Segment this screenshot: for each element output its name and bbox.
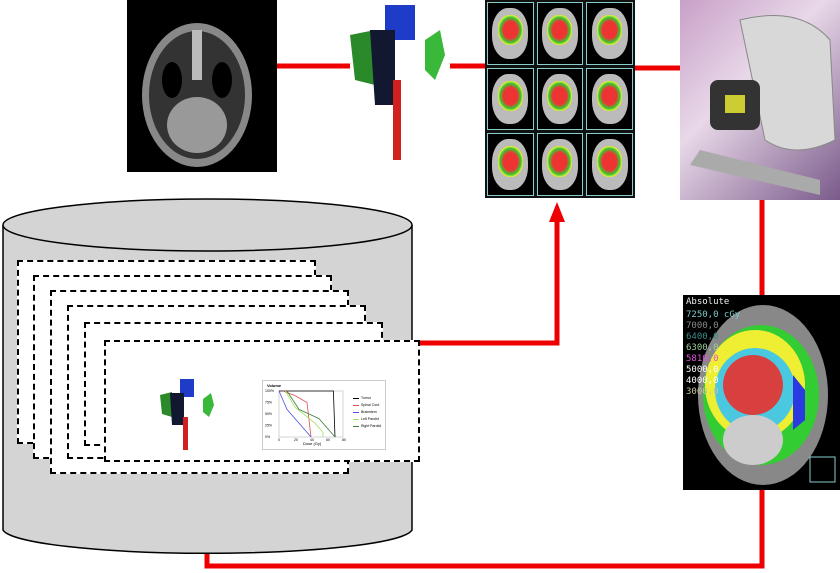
dvh-chart: Volume 100% 75% 50% 25% 0% 0 20 40 60 80 Dose (Gy… xyxy=(262,380,386,450)
dose-level: 5810,0 xyxy=(686,354,719,364)
x-tick-label: 40 xyxy=(310,438,314,442)
dose-level: 5000,0 xyxy=(686,365,719,375)
y-tick-label: 75% xyxy=(265,401,272,405)
dose-distribution-map: Absolute 7250,0 cGy 7000,0 6400,0 6300,0… xyxy=(683,295,840,490)
dvh-series-line xyxy=(279,390,336,438)
legend-entry: Spinal Cord xyxy=(353,402,381,409)
organ-model-thumbnail xyxy=(160,379,214,450)
chart-title: Volume xyxy=(267,383,282,388)
linear-accelerator-photo xyxy=(680,0,840,200)
dvh-series-line xyxy=(282,390,312,438)
y-tick-label: 100% xyxy=(265,389,274,393)
x-axis-label: Dose (Gy) xyxy=(303,441,322,446)
dvh-series-line xyxy=(286,390,336,438)
arrowhead xyxy=(549,202,565,222)
x-tick-label: 20 xyxy=(294,438,298,442)
ct-scan-image xyxy=(127,0,277,172)
dvh-series-line xyxy=(278,390,312,438)
x-tick-label: 0 xyxy=(278,438,280,442)
dose-level: 7250,0 cGy xyxy=(686,310,741,320)
legend-entry: Tumor xyxy=(353,395,381,402)
dvh-series-line xyxy=(285,390,324,437)
legend-entry: Left Parotid xyxy=(353,416,381,423)
3d-organ-model xyxy=(345,0,450,165)
record-card-front: Volume 100% 75% 50% 25% 0% 0 20 40 60 80 Dose (Gy… xyxy=(104,340,420,462)
dose-level: 6400,0 xyxy=(686,332,719,342)
dose-level: 4000,0 xyxy=(686,376,719,386)
dose-mode-label: Absolute xyxy=(686,297,730,307)
legend-entry: Brainstem xyxy=(353,409,381,416)
dose-level: 7000,0 xyxy=(686,321,719,331)
x-tick-label: 80 xyxy=(342,438,346,442)
y-tick-label: 0% xyxy=(265,435,270,439)
y-tick-label: 25% xyxy=(265,424,272,428)
legend-entry: Right Parotid xyxy=(353,423,381,430)
dose-level: 3000,0 xyxy=(686,387,719,397)
x-tick-label: 60 xyxy=(326,438,330,442)
treatment-plan-grid xyxy=(485,0,635,198)
y-tick-label: 50% xyxy=(265,412,272,416)
dose-level: 6300,0 xyxy=(686,343,719,353)
